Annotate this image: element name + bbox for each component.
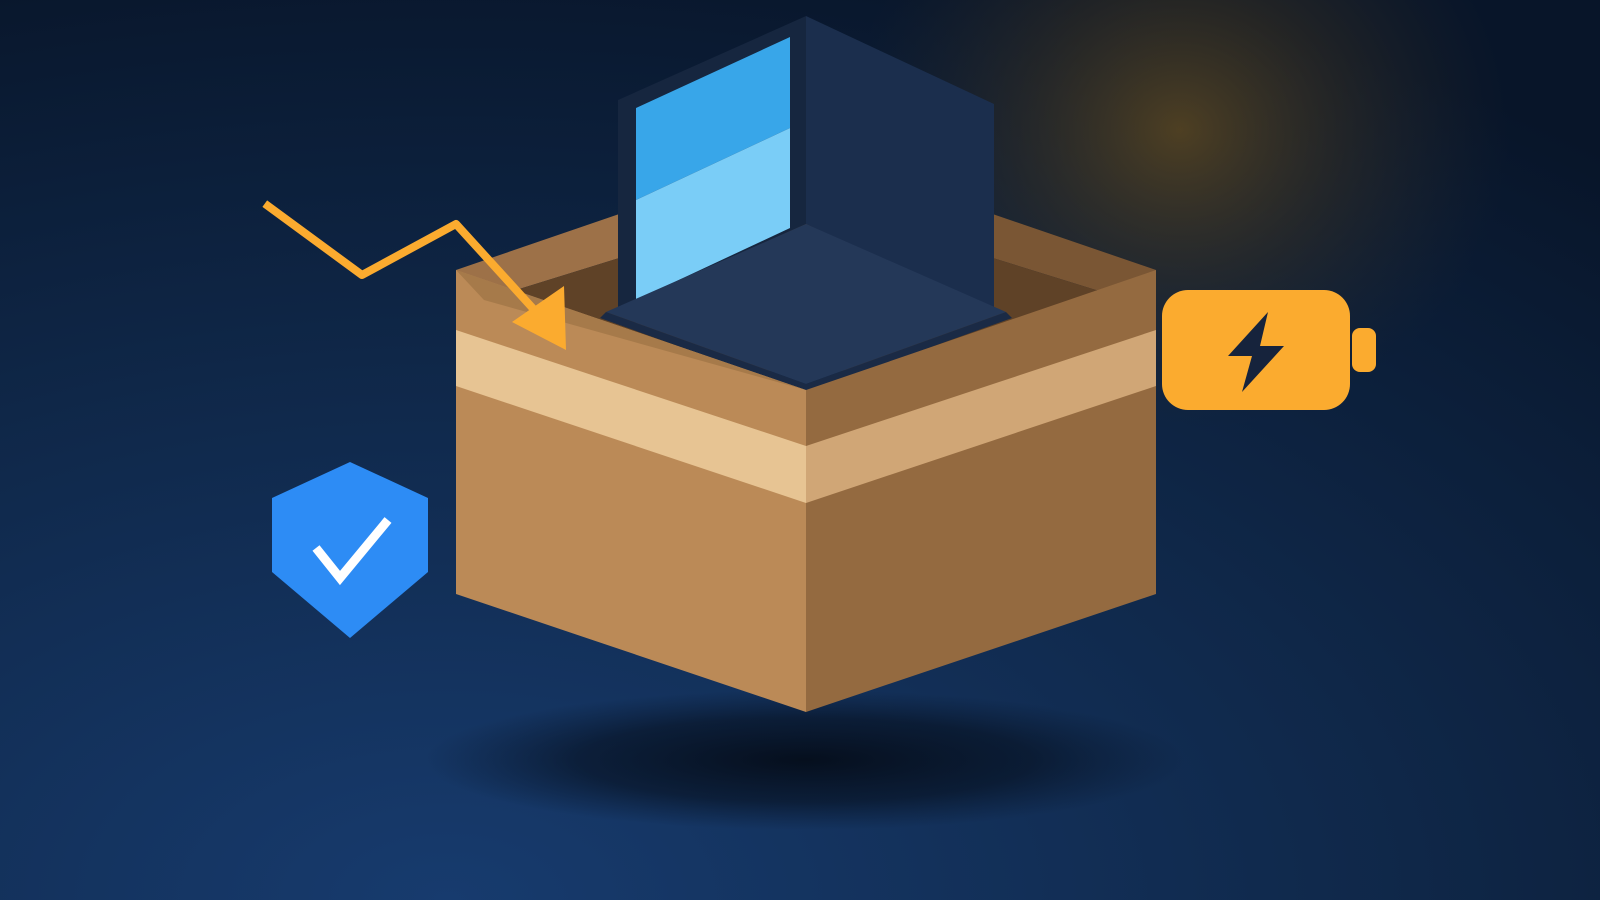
server-cube-side bbox=[806, 16, 994, 312]
cardboard-box bbox=[456, 16, 1156, 712]
downtrend-arrow-icon bbox=[262, 200, 566, 350]
shield-check-icon bbox=[272, 462, 428, 638]
box-tape-right bbox=[806, 330, 1156, 503]
battery-bolt-icon bbox=[1162, 290, 1376, 410]
server-cube-top bbox=[606, 224, 1006, 384]
server-cube-screen-top bbox=[636, 37, 790, 200]
box-rim-left bbox=[456, 270, 806, 390]
server-cube-screen-bottom bbox=[636, 128, 790, 300]
server-cube bbox=[600, 16, 1012, 392]
box-tape-left bbox=[456, 330, 806, 503]
box-shadow bbox=[425, 690, 1185, 830]
